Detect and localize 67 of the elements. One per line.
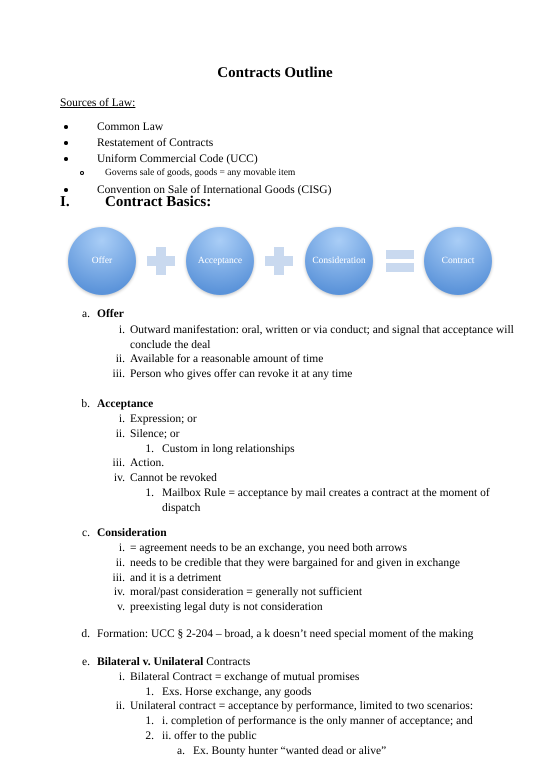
list-item: needs to be credible that they were bargained for and given in exchange [130, 556, 461, 570]
list-item: Person who gives offer can revoke it at any time [130, 367, 354, 382]
list-marker: iii. [112, 456, 125, 470]
list-item: ii. offer to the public [162, 729, 258, 744]
list-item: Expression; or [130, 412, 198, 426]
page-title: Contracts Outline [216, 66, 334, 80]
list-item: Formation: UCC § 2-204 – broad, a k doesn’t need special moment of the making [97, 627, 474, 642]
list-item: moral/past consideration = generally not sufficient [130, 585, 364, 600]
list-item: Governs sale of goods, goods = any movable item [105, 167, 296, 180]
concept-circle [424, 227, 492, 295]
list-item: Common Law [97, 120, 164, 134]
list-marker: iv. [114, 585, 125, 600]
list-item: Available for a reasonable amount of time [130, 352, 324, 366]
list-item: Unilateral contract = acceptance by performance, limited to two scenarios: [130, 699, 474, 714]
item-heading: Offer [97, 307, 125, 322]
list-marker: b. [81, 397, 90, 412]
list-item: = agreement needs to be an exchange, you need both arrows [130, 541, 408, 556]
list-marker: iii. [112, 571, 125, 586]
list-marker: i. [118, 541, 125, 556]
circle-label: Consideration [311, 256, 367, 266]
list-marker: ii. [116, 352, 125, 366]
list-marker: d. [81, 627, 90, 642]
item-heading: Acceptance [97, 397, 154, 412]
list-marker: a. [177, 744, 185, 758]
list-marker: 2. [145, 729, 154, 744]
list-marker: iii. [112, 367, 125, 382]
list-item: Ex. Bounty hunter “wanted dead or alive” [193, 744, 388, 758]
list-item: Cannot be revoked [130, 471, 218, 486]
list-item: Convention on Sale of International Goods (CISG) [97, 183, 332, 196]
circle-label: Acceptance [196, 256, 244, 266]
list-item: Uniform Commercial Code (UCC) [97, 152, 259, 166]
circle-label: Contract [440, 256, 476, 266]
list-marker: v. [117, 600, 125, 614]
list-marker: 1. [145, 486, 154, 500]
concept-circle [305, 227, 373, 295]
list-item: Outward manifestation: oral, written or via conduct; and signal that acceptance will conclude the deal [130, 323, 515, 352]
circle-label: Offer [90, 256, 114, 266]
list-item: Bilateral v. Unilateral Contracts [97, 655, 252, 670]
list-marker: 1. [145, 714, 154, 728]
list-item: Action. [130, 456, 166, 470]
list-item: Mailbox Rule = acceptance by mail creates a contract at the moment of dispatch [162, 486, 491, 515]
list-item: i. completion of performance is the only manner of acceptance; and [162, 714, 474, 728]
list-marker: iv. [114, 471, 125, 486]
section-heading: I. [60, 195, 71, 210]
list-item: and it is a detriment [130, 571, 222, 586]
list-item: Custom in long relationships [162, 442, 296, 456]
section-heading: Sources of Law: [60, 96, 136, 110]
list-item: Bilateral Contract = exchange of mutual promises [130, 670, 360, 684]
item-heading: Consideration [97, 526, 168, 540]
list-marker: c. [82, 526, 90, 540]
list-marker: a. [82, 307, 90, 322]
list-marker: e. [82, 655, 90, 670]
list-item: Exs. Horse exchange, any goods [162, 685, 312, 700]
list-marker: ii. [116, 427, 125, 442]
list-item: preexisting legal duty is not consideration [130, 600, 324, 614]
section-heading: Contract Basics: [105, 195, 212, 210]
list-marker: 1. [145, 442, 154, 456]
list-marker: 1. [145, 685, 154, 700]
list-marker: i. [118, 670, 125, 684]
list-item: Silence; or [130, 427, 180, 442]
concept-circle [68, 227, 136, 295]
list-marker: ii. [116, 699, 125, 714]
list-marker: ii. [116, 556, 125, 570]
list-marker: i. [118, 323, 125, 338]
concept-circle [186, 227, 254, 295]
list-marker: i. [118, 412, 125, 426]
list-item: Restatement of Contracts [97, 136, 214, 150]
